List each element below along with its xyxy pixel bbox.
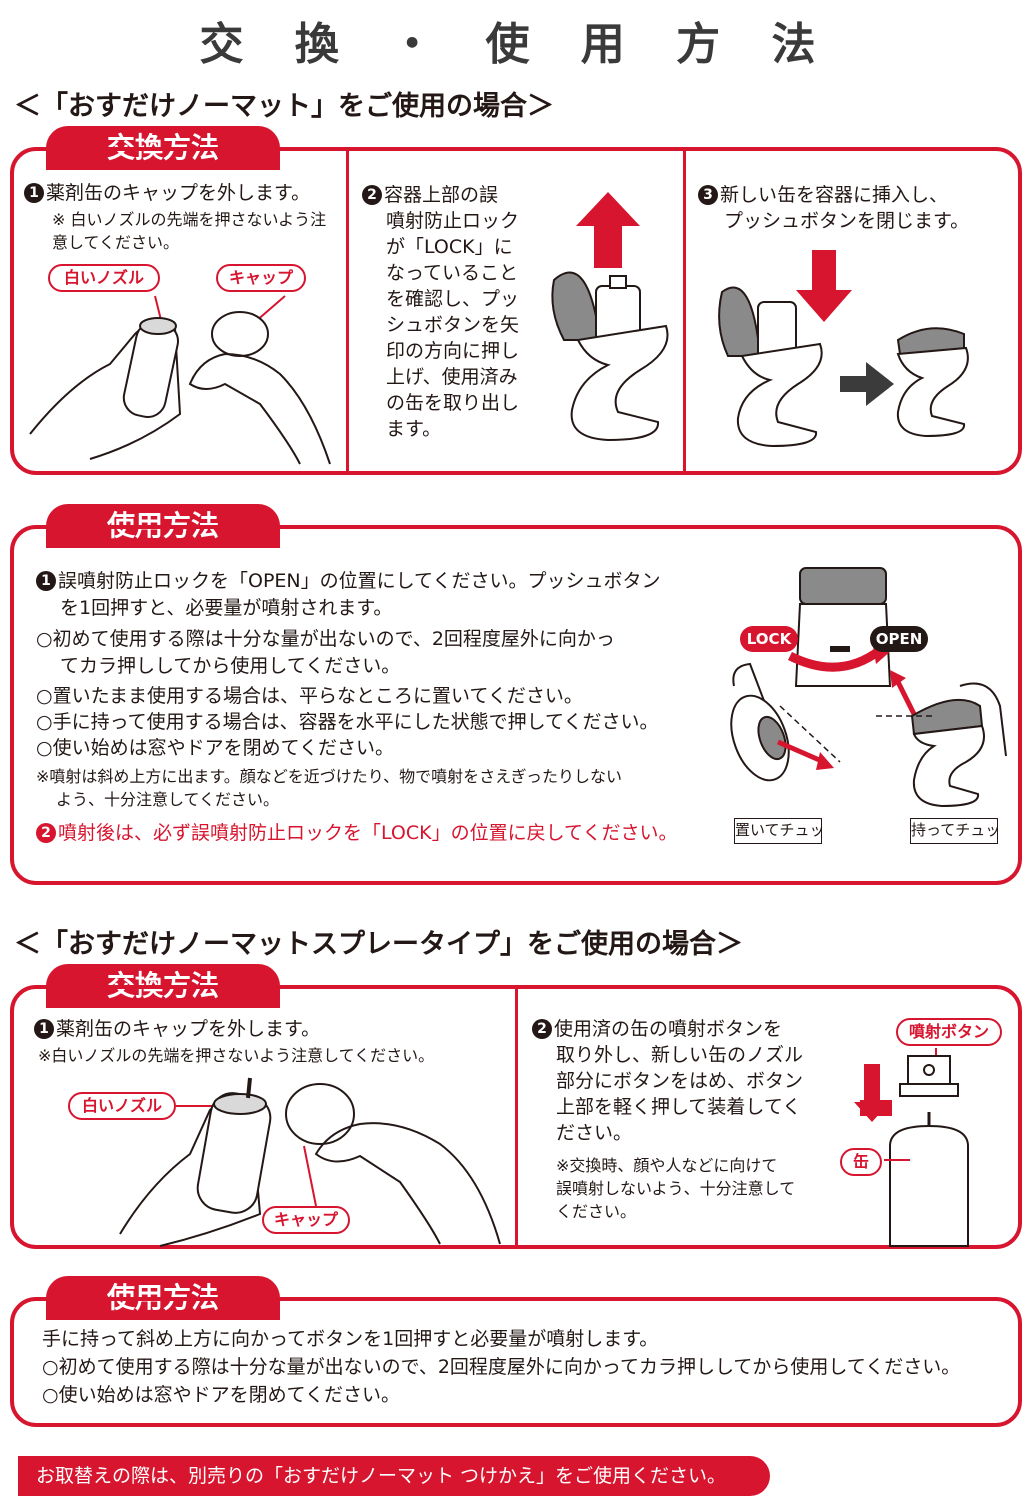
usage-line: を1回押すと、必要量が噴射されます。 (60, 597, 393, 619)
step-line: 使用済の缶の噴射ボタンを (554, 1018, 783, 1040)
step-line: 印の方向に押し (386, 340, 520, 362)
step-number: 1 (24, 183, 44, 203)
s2-exchange-step1-note: ※白いノズルの先端を押さないよう注意してください。 (38, 1046, 435, 1065)
s2-usage-line: 手に持って斜め上方に向かってボタンを1回押すと必要量が噴射します。 (42, 1328, 659, 1350)
label-white-nozzle: 白いノズル (48, 264, 160, 292)
usage-bullet: ○使い始めは窓やドアを閉めてください。 (36, 737, 395, 759)
divider (515, 989, 518, 1245)
label-open: OPEN (870, 626, 928, 652)
page-title: 交 換 ・ 使 用 方 法 (199, 19, 834, 70)
step-note: 誤噴射しないよう、十分注意して (556, 1179, 796, 1198)
label-cap: キャップ (262, 1206, 350, 1234)
step-line: 上部を軽く押して装着してく (556, 1096, 802, 1118)
label-cap: キャップ (216, 264, 306, 292)
step-text: 薬剤缶のキャップを外します。 (56, 1018, 321, 1040)
s1-exchange-step1-note: ※ 白いノズルの先端を押さないよう注意してください。 (52, 210, 327, 252)
step-line: の缶を取り出し (386, 392, 520, 414)
section2-exchange-box (10, 985, 1022, 1249)
step-line: なっていること (386, 262, 519, 284)
step-line: シュボタンを矢 (386, 314, 520, 336)
step-number: 2 (362, 185, 382, 205)
step-number: 1 (34, 1019, 54, 1039)
divider (346, 151, 349, 471)
usage-bullet: ○初めて使用する際は十分な量が出ないので、2回程度屋外に向かっ (36, 628, 615, 650)
s2-usage-bullet: ○使い始めは窓やドアを閉めてください。 (42, 1384, 401, 1406)
down-arrow-icon (854, 1102, 890, 1122)
step-note: ※交換時、顔や人などに向けて (556, 1156, 778, 1175)
label-spray-button: 噴射ボタン (896, 1018, 1002, 1046)
divider (683, 151, 686, 471)
usage-line: 誤噴射防止ロックを「OPEN」の位置にしてください。プッシュボタン (58, 570, 661, 592)
hands-removing-spray-cap-illustration (119, 1077, 501, 1247)
step-number: 1 (36, 571, 56, 591)
step-line: 取り外し、新しい缶のノズル (556, 1044, 804, 1066)
insert-can-illustration (718, 250, 969, 448)
label-can: 缶 (840, 1148, 882, 1176)
section2-usage-box (10, 1297, 1022, 1427)
footer-refill-notice: お取替えの際は、別売りの「おすだけノーマット つけかえ」をご使用ください。 (18, 1456, 770, 1496)
s1-exchange-step3-line2: プッシュボタンを閉じます。 (724, 210, 970, 232)
label-white-nozzle: 白いノズル (68, 1092, 176, 1120)
label-lock: LOCK (740, 626, 798, 652)
section1-heading: ＜「おすだけノーマット」をご使用の場合＞ (14, 91, 554, 122)
step-note: ください。 (556, 1202, 637, 1221)
section2-heading: ＜「おすだけノーマットスプレータイプ」をご使用の場合＞ (14, 929, 743, 960)
right-arrow-icon (840, 362, 894, 406)
usage-bullet: ○置いたまま使用する場合は、平らなところに置いてください。 (36, 685, 583, 707)
step-line: 噴射防止ロック (386, 210, 520, 232)
label-place-and-spray: 置いてチュッ (734, 818, 825, 844)
usage-bullet: てカラ押ししてから使用してください。 (60, 655, 401, 677)
s2-usage-bullet: ○初めて使用する際は十分な量が出ないので、2回程度屋外に向かってカラ押ししてから… (42, 1356, 961, 1378)
down-arrow-icon (796, 250, 852, 322)
step-line: ます。 (386, 418, 442, 440)
section1-usage-box (10, 525, 1022, 885)
up-arrow-icon (576, 192, 640, 268)
usage-note: よう、十分注意してください。 (56, 790, 280, 809)
usage-note: ※噴射は斜め上方に出ます。顔などを近づけたり、物で噴射をさえぎったりしない (36, 767, 623, 786)
step-text: 薬剤缶のキャップを外します。 (46, 182, 311, 204)
usage-warning: 噴射後は、必ず誤噴射防止ロックを「LOCK」の位置に戻してください。 (58, 822, 678, 844)
step-line: 部分にボタンをはめ、ボタン (556, 1070, 804, 1092)
step-line: ださい。 (556, 1122, 633, 1144)
hands-removing-cap-illustration (29, 295, 331, 465)
step-number: 3 (698, 185, 718, 205)
step-number: 2 (36, 823, 56, 843)
step-line: 上げ、使用済み (386, 366, 518, 388)
step-number: 2 (532, 1019, 552, 1039)
step-line: 容器上部の誤 (384, 184, 499, 206)
lock-open-illustration (730, 567, 1007, 808)
spray-button-attach-illustration (854, 1048, 969, 1247)
section1-exchange-box (10, 147, 1022, 475)
step-line: 新しい缶を容器に挿入し、 (720, 184, 949, 206)
label-hold-and-spray: 持ってチュッ (910, 818, 1000, 844)
container-open-illustration (551, 192, 669, 442)
step-line: を確認し、プッ (386, 288, 520, 310)
step-line: が「LOCK」に (386, 236, 513, 258)
usage-bullet: ○手に持って使用する場合は、容器を水平にした状態で押してください。 (36, 711, 659, 733)
